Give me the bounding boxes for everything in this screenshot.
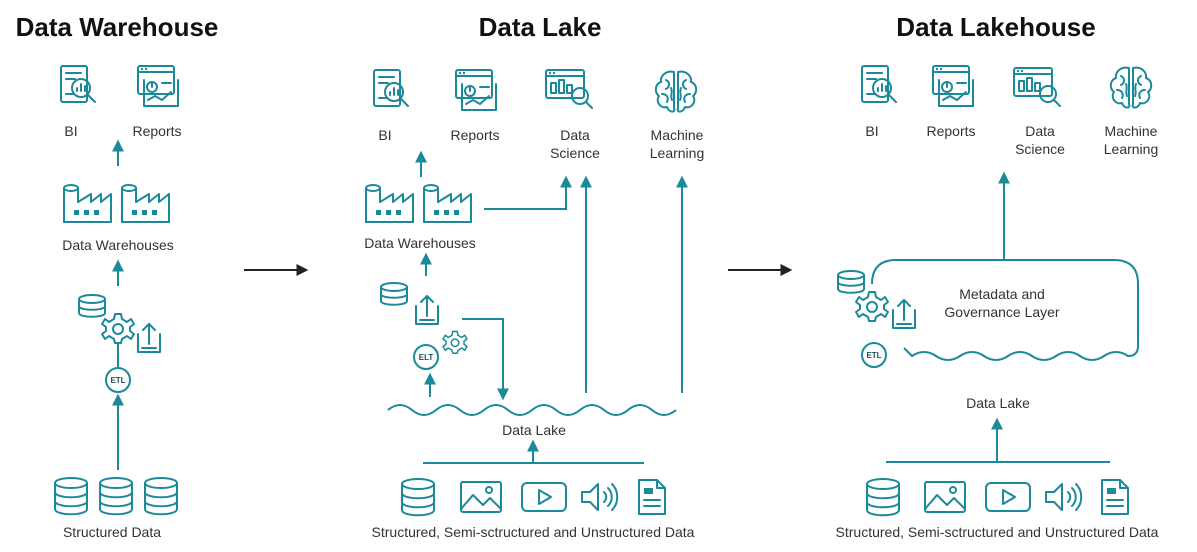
database-icon: [99, 477, 133, 516]
etl-badge: [105, 367, 131, 393]
warehouse-icon: [423, 184, 472, 223]
label-data-science-line2: Science: [550, 145, 600, 161]
document-icon: [638, 479, 666, 515]
panel-data-lake: Data Lake BI Reports Data Science Machin…: [364, 12, 704, 540]
image-icon: [460, 481, 502, 513]
elt-label: ELT: [419, 353, 434, 362]
label-data-lake: Data Lake: [966, 395, 1030, 411]
label-sources: Structured, Semi-sctructured and Unstruc…: [372, 524, 695, 540]
wave-icon: [387, 404, 677, 416]
upload-doc-icon: [892, 299, 916, 329]
label-data-science-line1: Data: [560, 127, 590, 143]
label-reports: Reports: [926, 123, 975, 139]
database-icon: [837, 270, 865, 294]
label-reports: Reports: [450, 127, 499, 143]
panel-title-lake: Data Lake: [479, 12, 602, 42]
etl-label: ETL: [110, 376, 125, 385]
report-chart-icon: [455, 69, 497, 111]
database-icon: [401, 478, 435, 517]
gear-icon: [101, 313, 135, 344]
database-icon: [78, 294, 106, 318]
brain-icon: [654, 70, 698, 113]
gear-icon: [442, 330, 468, 354]
document-icon: [1101, 479, 1129, 515]
database-icon: [144, 477, 178, 516]
label-bi: BI: [64, 123, 77, 139]
etl-badge: [861, 342, 887, 368]
label-metadata-line1: Metadata and: [959, 286, 1045, 302]
etl-label: ETL: [866, 351, 881, 360]
bi-report-icon: [861, 65, 897, 103]
label-sources: Structured, Semi-sctructured and Unstruc…: [836, 524, 1159, 540]
label-data-lake: Data Lake: [502, 422, 566, 438]
label-bi: BI: [378, 127, 391, 143]
report-chart-icon: [932, 65, 974, 107]
label-data-warehouses: Data Warehouses: [62, 237, 174, 253]
database-icon: [380, 282, 408, 306]
upload-doc-icon: [137, 323, 161, 353]
label-data-science-line1: Data: [1025, 123, 1055, 139]
video-icon: [985, 482, 1031, 512]
label-reports: Reports: [132, 123, 181, 139]
label-machine-learning-line2: Learning: [650, 145, 705, 161]
metadata-governance-layer: [871, 259, 1139, 361]
flow-arrow: [484, 175, 572, 210]
video-icon: [521, 482, 567, 512]
brain-icon: [1109, 66, 1153, 109]
database-icon: [54, 477, 88, 516]
flow-arrow: [462, 318, 509, 401]
image-icon: [924, 481, 966, 513]
label-machine-learning-line2: Learning: [1104, 141, 1159, 157]
warehouse-icon: [63, 184, 112, 223]
report-chart-icon: [137, 65, 179, 107]
data-science-icon: [545, 69, 593, 109]
warehouse-icon: [365, 184, 414, 223]
label-machine-learning-line1: Machine: [651, 127, 704, 143]
label-structured-data: Structured Data: [63, 524, 161, 540]
audio-icon: [1045, 483, 1083, 511]
label-data-science-line2: Science: [1015, 141, 1065, 157]
gear-icon: [855, 291, 889, 322]
panel-title-lakehouse: Data Lakehouse: [896, 12, 1095, 42]
warehouse-icon: [121, 184, 170, 223]
panel-data-warehouse: Data Warehouse BI Reports Data Warehouse…: [16, 12, 219, 540]
data-science-icon: [1013, 67, 1061, 107]
bi-report-icon: [373, 69, 409, 107]
database-icon: [866, 478, 900, 517]
bi-report-icon: [60, 65, 96, 103]
audio-icon: [581, 483, 619, 511]
label-metadata-line2: Governance Layer: [944, 304, 1060, 320]
label-machine-learning-line1: Machine: [1105, 123, 1158, 139]
upload-doc-icon: [415, 295, 439, 325]
label-data-warehouses: Data Warehouses: [364, 235, 476, 251]
panel-title-warehouse: Data Warehouse: [16, 12, 219, 42]
elt-badge: [413, 344, 439, 370]
panel-data-lakehouse: Data Lakehouse BI Reports Data Science M…: [836, 12, 1159, 540]
label-bi: BI: [865, 123, 878, 139]
